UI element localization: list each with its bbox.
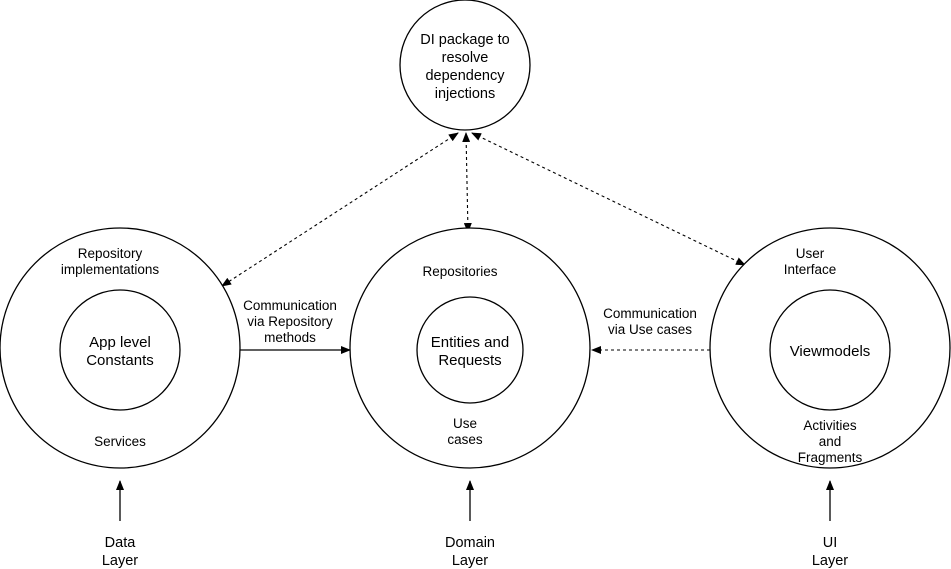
repository-communication-label: Communication — [243, 298, 337, 313]
viewmodels-label: Viewmodels — [790, 343, 871, 360]
di-label-line: resolve — [442, 50, 489, 66]
repositories-label: Repositories — [422, 264, 497, 279]
di-label-line: DI package to — [420, 32, 509, 48]
di-label-line: injections — [435, 86, 495, 102]
di-to-ui-connector — [471, 132, 746, 266]
ui-layer-label: Layer — [812, 553, 848, 569]
di-label-line: dependency — [425, 68, 505, 84]
repository-implementations-label: implementations — [61, 262, 160, 277]
domain-layer-inner-circle — [416, 296, 524, 404]
user-interface-label: User — [796, 246, 825, 261]
data-layer-inner-circle — [59, 289, 181, 411]
repository-implementations-label: Repository — [78, 246, 143, 261]
user-interface-label: Interface — [784, 262, 837, 277]
data-layer-label: Data — [105, 535, 137, 551]
activities-fragments-label: and — [819, 434, 842, 449]
di-package-circle — [399, 0, 531, 131]
di-package-label: DI package to resolve dependency injecti… — [420, 32, 509, 102]
use-case-communication-label: Communication — [603, 306, 697, 321]
services-label: Services — [94, 434, 146, 449]
repository-communication-label: methods — [264, 330, 316, 345]
activities-fragments-label: Activities — [803, 418, 857, 433]
ui-layer-label: UI — [823, 535, 838, 551]
use-cases-label: cases — [447, 432, 483, 447]
entities-requests-label: Entities and — [431, 334, 509, 351]
activities-fragments-label: Fragments — [798, 450, 863, 465]
entities-requests-label: Requests — [438, 352, 501, 369]
use-case-communication-label: via Use cases — [608, 322, 692, 337]
repository-communication-label: via Repository — [247, 314, 333, 329]
data-layer-label: Layer — [102, 553, 138, 569]
ui-layer-inner-circle — [769, 289, 891, 411]
use-cases-label: Use — [453, 416, 477, 431]
domain-layer-label: Layer — [452, 553, 488, 569]
di-to-domain-connector — [462, 132, 472, 233]
app-level-constants-label: Constants — [86, 352, 154, 369]
di-to-data-connector — [221, 132, 459, 287]
domain-layer-label: Domain — [445, 535, 495, 551]
app-level-constants-label: App level — [89, 334, 151, 351]
